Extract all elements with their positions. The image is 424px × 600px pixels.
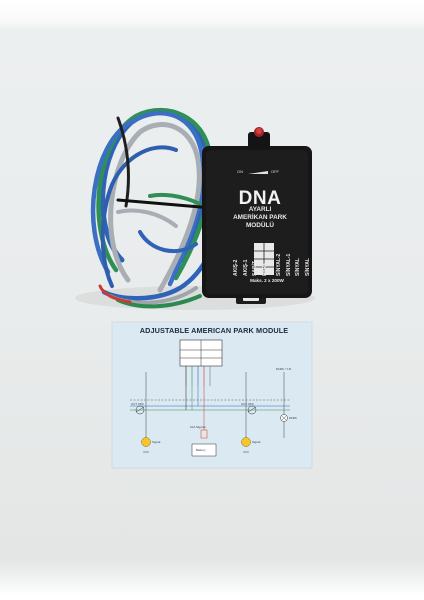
- pin-labels-left: AKIŞ-2 AKIŞ-1 SABİT PARK: [233, 260, 268, 276]
- device-title-line-2: AMERİKAN PARK: [233, 214, 287, 221]
- device-title-line-1: AYARLI: [248, 206, 272, 213]
- pin-label: AKIŞ-2: [233, 259, 239, 276]
- pin-sub-label: SİNYAL-1: [285, 253, 292, 276]
- pin-label: PARK: [261, 262, 268, 276]
- module-device: [202, 127, 312, 304]
- sheet-title: ADJUSTABLE AMERICAN PARK MODULE: [139, 326, 289, 335]
- device-brand: DNA: [238, 188, 282, 209]
- pin-label: AKIŞ-1: [242, 259, 249, 276]
- device-rating: Maks. 2 x 200W: [250, 278, 284, 283]
- pin-labels-right: SİNYAL-2 SİNYAL-1 SİNYAL SİNYAL: [276, 254, 311, 276]
- park-label: PARK: [289, 416, 297, 420]
- pin-sub-label: SİNYAL-2: [276, 253, 282, 276]
- off-label: OFF: [271, 169, 279, 174]
- wiring-sheet: [111, 321, 313, 469]
- right-cut-label: CUT OFF: [241, 402, 254, 406]
- on-label: ON: [237, 169, 243, 174]
- pin-label: SABİT: [252, 261, 258, 276]
- pin-sub-label: SİNYAL: [304, 258, 311, 276]
- battery-label: Battery: [196, 448, 206, 452]
- device-title-line-3: MODÜLÜ: [245, 222, 275, 229]
- right-signal-label: Signal: [252, 440, 261, 444]
- left-cut-label: CUT OFF: [131, 402, 144, 406]
- park-lamp-label: PARK / Y.D.: [276, 367, 292, 371]
- left-signal-label: Signal: [152, 440, 161, 444]
- pin-sub-label: SİNYAL: [295, 258, 301, 276]
- fuse-label: 10A Sigorta: [190, 425, 206, 429]
